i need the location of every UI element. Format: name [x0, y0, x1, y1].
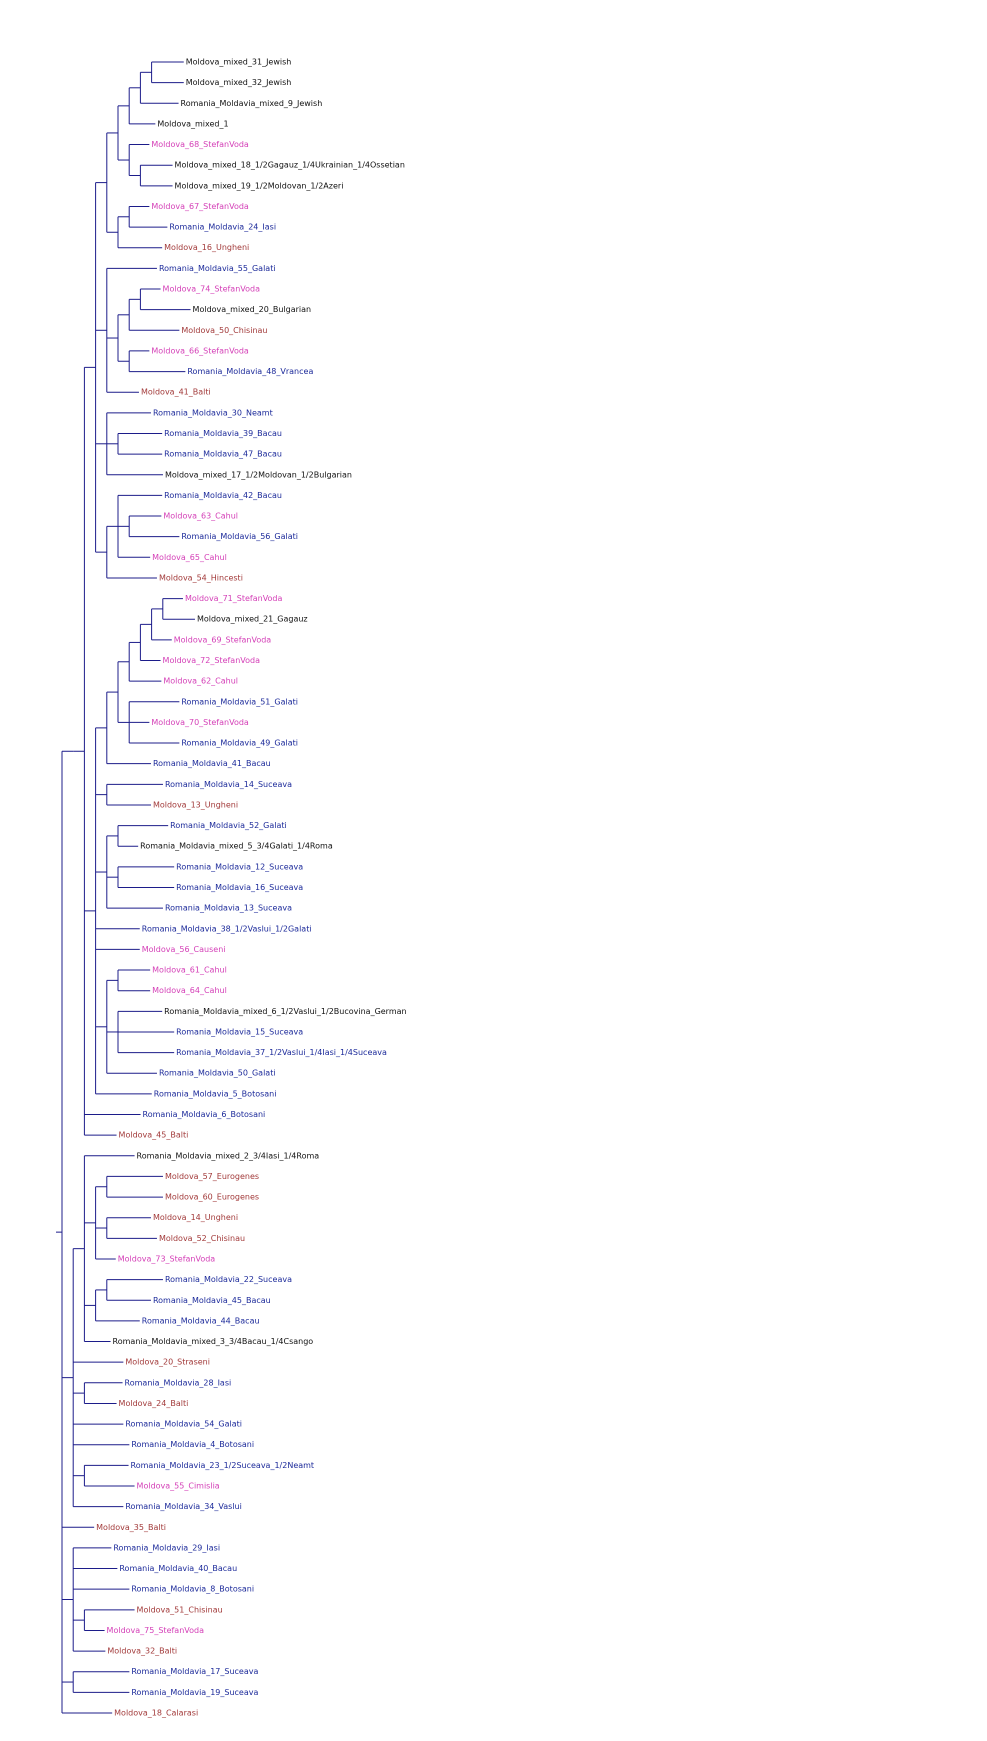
leaf-label: Moldova_18_Calarasi [114, 1709, 198, 1718]
tree-branches [56, 61, 195, 1714]
leaf-label: Romania_Moldavia_mixed_9_Jewish [181, 99, 323, 108]
leaf-label: Moldova_mixed_21_Gagauz [197, 615, 308, 624]
leaf-label: Moldova_74_StefanVoda [163, 285, 261, 294]
leaf-label: Romania_Moldavia_51_Galati [181, 697, 298, 706]
leaf-label: Romania_Moldavia_41_Bacau [153, 759, 271, 768]
leaf-label: Romania_Moldavia_mixed_6_1/2Vaslui_1/2Bu… [164, 1007, 406, 1016]
leaf-label: Romania_Moldavia_13_Suceava [165, 904, 292, 913]
leaf-label: Moldova_71_StefanVoda [185, 594, 283, 603]
leaf-label: Moldova_70_StefanVoda [151, 718, 249, 727]
leaf-label: Romania_Moldavia_6_Botosani [143, 1110, 266, 1119]
leaf-label: Moldova_67_StefanVoda [151, 202, 249, 211]
leaf-label: Romania_Moldavia_4_Botosani [131, 1440, 254, 1449]
leaf-label: Romania_Moldavia_mixed_2_3/4Iasi_1/4Roma [137, 1151, 320, 1160]
leaf-label: Romania_Moldavia_48_Vrancea [187, 367, 313, 376]
leaf-label: Romania_Moldavia_55_Galati [159, 264, 276, 273]
leaf-label: Romania_Moldavia_22_Suceava [165, 1275, 292, 1284]
leaf-label: Romania_Moldavia_24_Iasi [169, 223, 276, 232]
leaf-label: Romania_Moldavia_15_Suceava [176, 1027, 303, 1036]
leaf-label: Moldova_32_Balti [107, 1647, 177, 1656]
leaf-label: Moldova_57_Eurogenes [165, 1172, 259, 1181]
leaf-label: Moldova_68_StefanVoda [151, 140, 249, 149]
leaf-label: Romania_Moldavia_37_1/2Vaslui_1/4Iasi_1/… [176, 1048, 387, 1057]
leaf-label: Moldova_72_StefanVoda [163, 656, 261, 665]
leaf-label: Moldova_41_Balti [141, 388, 211, 397]
leaf-label: Moldova_61_Cahul [152, 966, 227, 975]
leaf-label: Moldova_75_StefanVoda [107, 1626, 205, 1635]
leaf-label: Romania_Moldavia_52_Galati [170, 821, 287, 830]
leaf-label: Romania_Moldavia_mixed_5_3/4Galati_1/4Ro… [140, 842, 333, 851]
leaf-label: Moldova_56_Causeni [142, 945, 226, 954]
leaf-label: Moldova_24_Balti [119, 1399, 189, 1408]
leaf-label: Moldova_52_Chisinau [159, 1234, 245, 1243]
leaf-label: Moldova_55_Cimislia [137, 1481, 220, 1490]
leaf-label: Romania_Moldavia_mixed_3_3/4Bacau_1/4Csa… [113, 1337, 314, 1346]
leaf-label: Romania_Moldavia_39_Bacau [164, 429, 282, 438]
leaf-label: Romania_Moldavia_23_1/2Suceava_1/2Neamt [131, 1461, 315, 1470]
leaf-label: Moldova_63_Cahul [163, 512, 238, 521]
leaf-label: Moldova_mixed_1 [157, 119, 228, 128]
leaf-label: Romania_Moldavia_56_Galati [181, 532, 298, 541]
leaf-label: Romania_Moldavia_40_Bacau [119, 1564, 237, 1573]
leaf-label: Moldova_20_Straseni [125, 1358, 210, 1367]
leaf-label: Moldova_73_StefanVoda [118, 1254, 216, 1263]
leaf-label: Romania_Moldavia_38_1/2Vaslui_1/2Galati [142, 924, 312, 933]
leaf-label: Romania_Moldavia_16_Suceava [176, 883, 303, 892]
leaf-label: Moldova_mixed_18_1/2Gagauz_1/4Ukrainian_… [175, 161, 405, 170]
leaf-label: Moldova_35_Balti [96, 1523, 166, 1532]
leaf-label: Moldova_13_Ungheni [153, 800, 238, 809]
leaf-label: Romania_Moldavia_34_Vaslui [125, 1502, 241, 1511]
leaf-label: Romania_Moldavia_17_Suceava [131, 1667, 258, 1676]
leaf-label: Romania_Moldavia_14_Suceava [165, 780, 292, 789]
leaf-label: Moldova_50_Chisinau [181, 326, 267, 335]
leaf-label: Romania_Moldavia_42_Bacau [164, 491, 282, 500]
leaf-label: Romania_Moldavia_19_Suceava [131, 1688, 258, 1697]
leaf-label: Romania_Moldavia_49_Galati [181, 739, 298, 748]
leaf-label: Moldova_14_Ungheni [153, 1213, 238, 1222]
leaf-label: Romania_Moldavia_45_Bacau [153, 1296, 271, 1305]
leaf-label: Moldova_62_Cahul [163, 677, 238, 686]
leaf-label: Moldova_51_Chisinau [137, 1605, 223, 1614]
leaf-label: Romania_Moldavia_28_Iasi [125, 1378, 232, 1387]
leaf-label: Moldova_16_Ungheni [164, 243, 249, 252]
leaf-label: Romania_Moldavia_29_Iasi [113, 1543, 220, 1552]
leaf-label: Romania_Moldavia_5_Botosani [154, 1089, 277, 1098]
leaf-label: Moldova_mixed_17_1/2Moldovan_1/2Bulgaria… [165, 470, 352, 479]
leaf-label: Romania_Moldavia_50_Galati [159, 1069, 276, 1078]
leaf-label: Moldova_mixed_32_Jewish [186, 78, 292, 87]
leaf-label: Romania_Moldavia_8_Botosani [131, 1585, 254, 1594]
leaf-label: Moldova_mixed_19_1/2Moldovan_1/2Azeri [175, 181, 344, 190]
leaf-label: Moldova_69_StefanVoda [174, 635, 272, 644]
leaf-label: Romania_Moldavia_30_Neamt [153, 408, 273, 417]
leaf-label: Moldova_66_StefanVoda [151, 346, 249, 355]
leaf-label: Romania_Moldavia_47_Bacau [164, 450, 282, 459]
leaf-label: Moldova_mixed_31_Jewish [186, 58, 292, 67]
leaf-label: Romania_Moldavia_44_Bacau [142, 1316, 260, 1325]
leaf-label: Romania_Moldavia_12_Suceava [176, 862, 303, 871]
leaf-label: Moldova_54_Hincesti [159, 573, 243, 582]
leaf-label: Moldova_65_Cahul [152, 553, 227, 562]
leaf-label: Romania_Moldavia_54_Galati [125, 1420, 242, 1429]
leaf-label: Moldova_64_Cahul [152, 986, 227, 995]
leaf-label: Moldova_45_Balti [119, 1131, 189, 1140]
leaf-label: Moldova_60_Eurogenes [165, 1193, 259, 1202]
leaf-label: Moldova_mixed_20_Bulgarian [193, 305, 312, 314]
leaf-labels: Moldova_mixed_31_JewishMoldova_mixed_32_… [96, 58, 406, 1718]
